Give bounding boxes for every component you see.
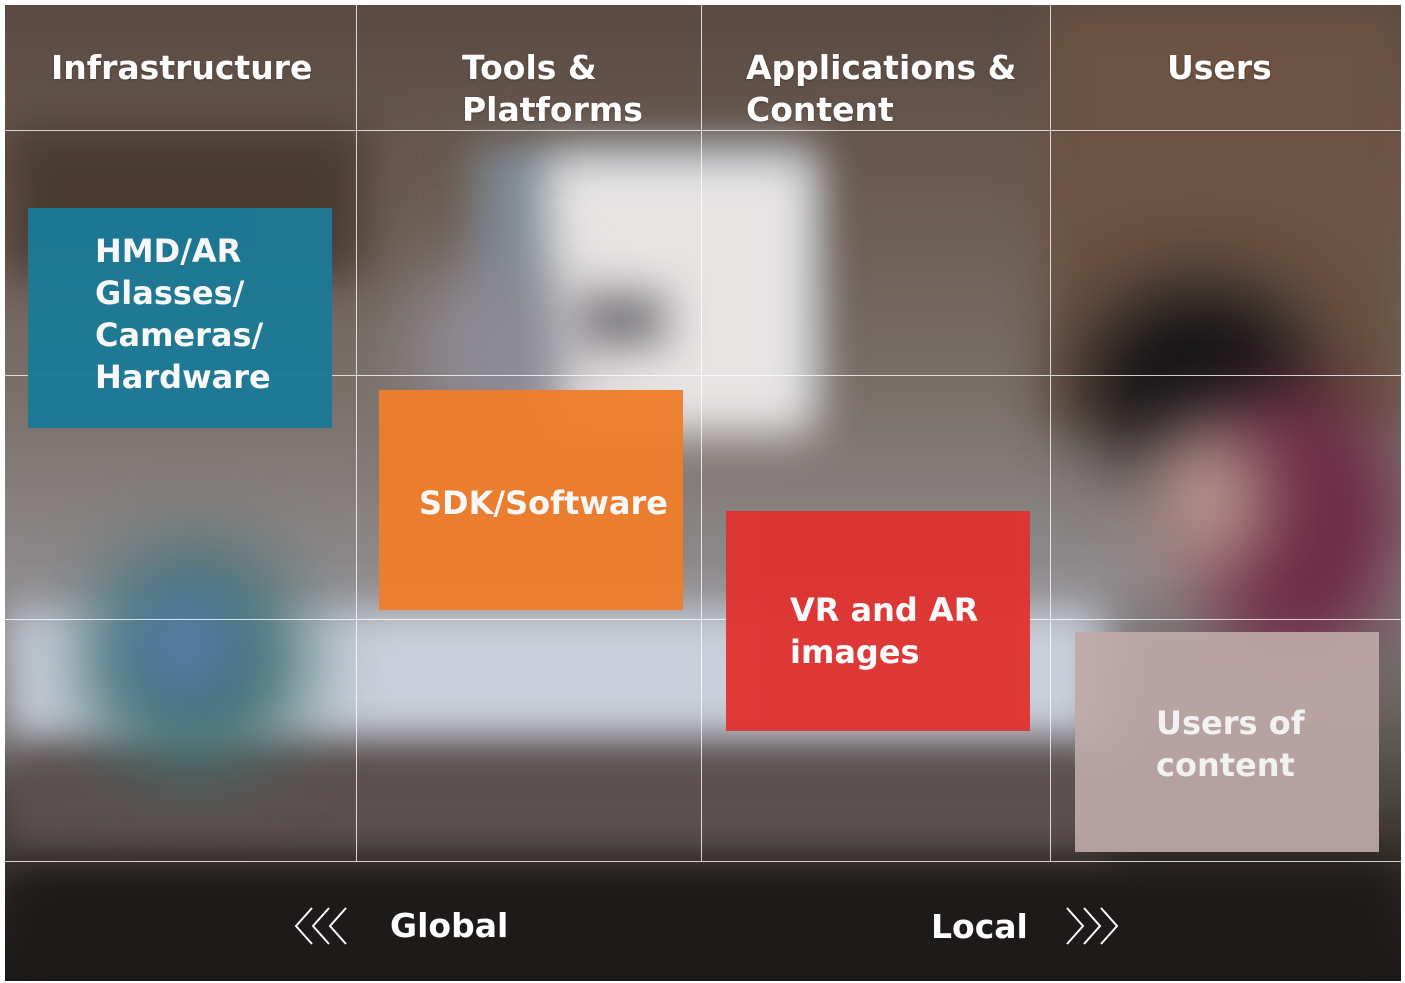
hardware-box: HMD/AR Glasses/ Cameras/ Hardware [28, 208, 332, 428]
triple-chevron-right-icon [1066, 907, 1119, 945]
sdk-box: SDK/Software [379, 390, 683, 610]
axis-label-global: Global [390, 906, 509, 945]
grid-line-horizontal [5, 861, 1401, 862]
vr-ar-images-label: VR and AR images [790, 591, 979, 671]
grid-line-vertical [1050, 5, 1051, 862]
grid-line-horizontal [5, 375, 1401, 376]
column-header-infrastructure: Infrastructure [51, 48, 313, 87]
users-of-content-label: Users of content [1156, 704, 1305, 784]
triple-chevron-left-icon [294, 907, 347, 945]
grid-line-horizontal [5, 130, 1401, 131]
axis-label-local: Local [931, 907, 1028, 946]
column-header-applications-content: Applications & Content [746, 48, 1017, 129]
grid-line-vertical [356, 5, 357, 862]
grid-line-horizontal [5, 619, 1401, 620]
diagram-canvas: Infrastructure Tools & Platforms Applica… [5, 5, 1401, 981]
sdk-label: SDK/Software [419, 484, 668, 522]
column-header-tools-platforms: Tools & Platforms [462, 48, 643, 129]
users-of-content-box: Users of content [1075, 632, 1379, 852]
hardware-label: HMD/AR Glasses/ Cameras/ Hardware [95, 232, 271, 396]
grid-line-vertical [701, 5, 702, 862]
vr-ar-images-box: VR and AR images [726, 511, 1030, 731]
column-header-users: Users [1167, 48, 1272, 87]
